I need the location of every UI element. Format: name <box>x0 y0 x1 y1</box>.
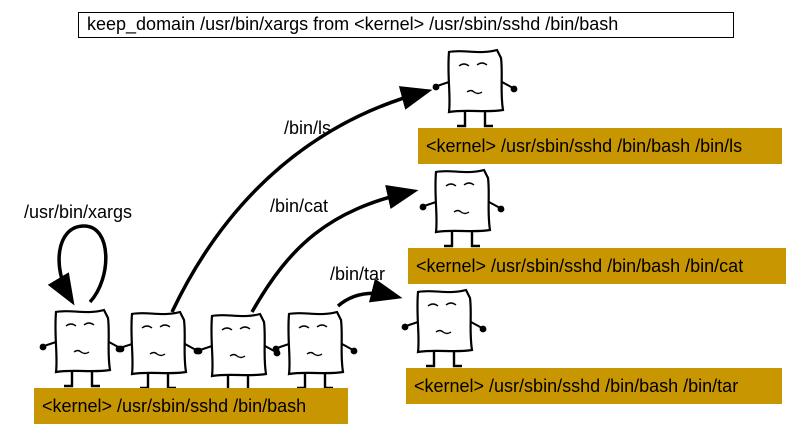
process-icon <box>418 168 506 248</box>
transition-label-cat: /bin/cat <box>270 196 329 216</box>
process-icon <box>271 310 359 390</box>
process-icon <box>431 48 519 128</box>
transition-label-tar: /bin/tar <box>330 264 386 284</box>
diagram-title: keep_domain /usr/bin/xargs from <kernel>… <box>78 12 734 38</box>
process-icon <box>194 312 282 392</box>
transition-label-ls: /bin/ls <box>284 118 332 138</box>
transition-arrow-tar <box>336 278 403 308</box>
base-domain-bar: <kernel> /usr/sbin/sshd /bin/bash <box>34 388 348 424</box>
domain-bar-tar: <kernel> /usr/sbin/sshd /bin/bash /bin/t… <box>406 368 782 404</box>
process-icon <box>38 308 126 388</box>
transition-arrow-ls <box>170 86 433 313</box>
domain-bar-cat: <kernel> /usr/sbin/sshd /bin/bash /bin/c… <box>408 248 786 284</box>
self-transition-label: /usr/bin/xargs <box>24 202 133 222</box>
process-icon <box>114 310 202 390</box>
process-icon <box>400 288 488 368</box>
domain-bar-ls: <kernel> /usr/sbin/sshd /bin/bash /bin/l… <box>418 128 782 164</box>
transition-arrow-cat <box>250 185 419 313</box>
self-loop-arrow <box>47 224 108 306</box>
